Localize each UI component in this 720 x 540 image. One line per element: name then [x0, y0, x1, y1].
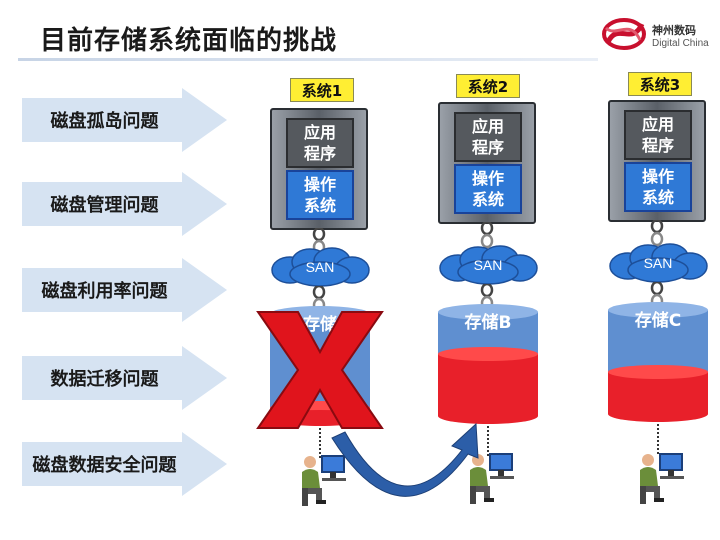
storage-label: 存储B — [464, 313, 512, 333]
logo-text-cn: 神州数码 — [652, 24, 696, 37]
arrow-shape-icon — [22, 172, 227, 236]
arrow-shape-icon — [22, 88, 227, 152]
system-label: 系统1 — [290, 78, 354, 102]
title-underline — [18, 58, 598, 61]
cloud-icon — [271, 247, 370, 287]
storage-label: 存储C — [634, 311, 682, 331]
fail-x-icon — [256, 311, 384, 429]
issue-arrow: 数据迁移问题 — [22, 346, 227, 410]
company-logo: 神州数码 Digital China — [600, 12, 710, 56]
logo-swirl-icon — [602, 18, 646, 50]
dotted-connector — [319, 428, 321, 458]
storage-cylinder: 存储C — [608, 302, 708, 422]
server-box: 应用程序 操作系统 — [270, 108, 368, 230]
migration-arrow-icon — [331, 422, 479, 497]
arrow-shape-icon — [22, 346, 227, 410]
cylinder-icon — [438, 304, 538, 424]
issue-arrow: 磁盘数据安全问题 — [22, 432, 227, 496]
storage-label: 存储 — [303, 315, 337, 335]
user-at-computer-icon — [640, 453, 684, 504]
system-label: 系统3 — [628, 72, 692, 96]
arrow-shape-icon — [22, 432, 227, 496]
app-box: 应用程序 — [624, 110, 692, 160]
page-title: 目前存储系统面临的挑战 — [40, 26, 338, 56]
issue-arrow: 磁盘管理问题 — [22, 172, 227, 236]
arrow-shape-icon — [22, 258, 227, 322]
user-at-computer-icon — [470, 453, 514, 504]
server-box: 应用程序 操作系统 — [438, 102, 536, 224]
chain-icon — [650, 220, 664, 246]
storage-cylinder: 存储B — [438, 304, 538, 424]
san-cloud: SAN — [268, 246, 372, 288]
san-label: SAN — [643, 255, 673, 271]
app-box: 应用程序 — [286, 118, 354, 168]
san-label: SAN — [305, 259, 335, 275]
app-box: 应用程序 — [454, 112, 522, 162]
cylinder-icon — [608, 302, 708, 422]
cloud-icon — [439, 245, 538, 285]
issue-label: 磁盘数据安全问题 — [32, 455, 177, 476]
os-box: 操作系统 — [454, 164, 522, 214]
san-cloud: SAN — [436, 244, 540, 286]
issue-arrow: 磁盘孤岛问题 — [22, 88, 227, 152]
chain-icon — [480, 222, 494, 248]
san-cloud: SAN — [606, 242, 710, 284]
issue-label: 磁盘管理问题 — [50, 195, 159, 216]
server-box: 应用程序 操作系统 — [608, 100, 706, 222]
issue-label: 磁盘利用率问题 — [41, 281, 168, 302]
issue-label: 数据迁移问题 — [50, 369, 159, 390]
issue-arrow: 磁盘利用率问题 — [22, 258, 227, 322]
san-label: SAN — [473, 257, 503, 273]
os-box: 操作系统 — [286, 170, 354, 220]
dotted-connector — [657, 424, 659, 454]
issue-label: 磁盘孤岛问题 — [50, 111, 159, 132]
logo-text-en: Digital China — [652, 38, 709, 49]
user-at-computer-icon — [302, 455, 346, 506]
cloud-icon — [609, 243, 708, 283]
os-box: 操作系统 — [624, 162, 692, 212]
system-label: 系统2 — [456, 74, 520, 98]
dotted-connector — [487, 426, 489, 456]
